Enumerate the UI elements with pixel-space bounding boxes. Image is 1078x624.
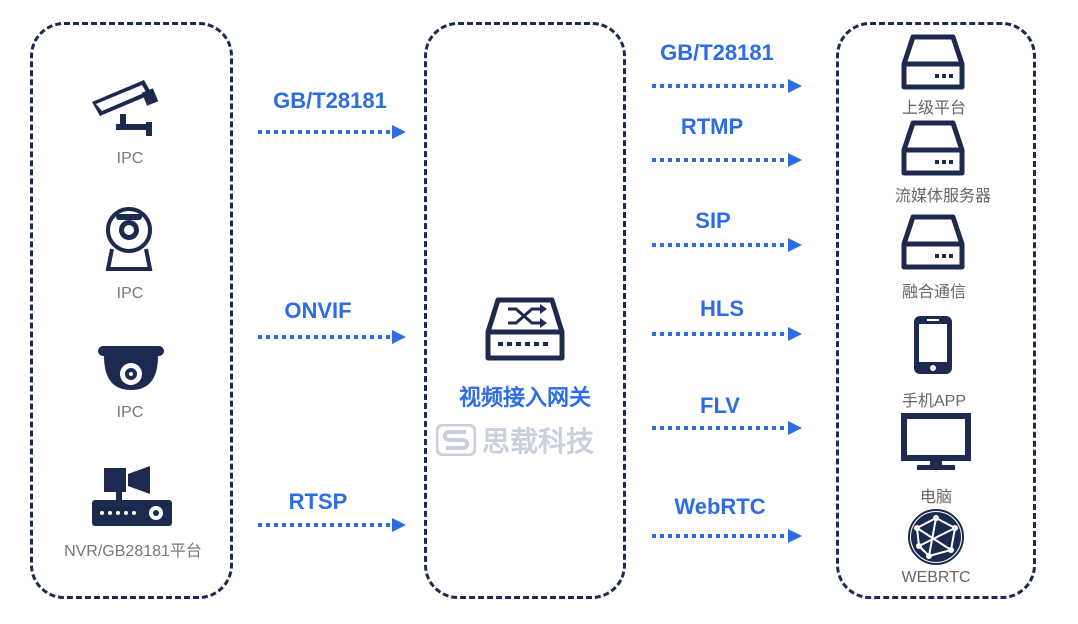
source-label: IPC — [116, 404, 144, 421]
target-label: 电脑 — [919, 489, 953, 506]
output-protocol-label: FLV — [700, 393, 740, 418]
source-label: IPC — [116, 150, 144, 167]
output-arrow — [652, 421, 802, 435]
target-label: 手机APP — [901, 393, 967, 410]
output-protocol-label: HLS — [700, 296, 744, 321]
watermark-text: 思载科技 — [482, 426, 595, 457]
output-protocol-label: GB/T28181 — [660, 40, 774, 65]
watermark-logo-icon — [436, 424, 476, 456]
output-arrow — [652, 327, 802, 341]
input-arrow — [258, 330, 406, 344]
bullet-camera-icon — [92, 80, 159, 136]
source-devices-panel — [30, 22, 233, 599]
phone-icon — [914, 316, 952, 374]
gateway-switch-icon — [485, 297, 565, 361]
output-protocol-label: WebRTC — [674, 494, 766, 519]
input-arrow — [258, 518, 406, 532]
gateway-title: 视频接入网关 — [458, 385, 592, 410]
input-protocol-label: ONVIF — [284, 298, 352, 323]
server-icon — [901, 34, 965, 90]
output-arrow — [652, 238, 802, 252]
input-protocol-label: GB/T28181 — [273, 88, 387, 113]
target-platforms-panel — [836, 22, 1036, 599]
output-protocol-label: RTMP — [680, 114, 744, 139]
output-arrow — [652, 153, 802, 167]
nvr-icon — [92, 466, 172, 526]
globe-icon — [908, 509, 964, 565]
input-protocol-label: RTSP — [288, 489, 348, 514]
dome-camera-icon — [105, 207, 153, 271]
gateway-panel — [424, 22, 626, 599]
target-label: 流媒体服务器 — [894, 188, 992, 205]
monitor-icon — [901, 413, 971, 470]
source-label: IPC — [116, 285, 144, 302]
output-arrow — [652, 79, 802, 93]
target-label: 融合通信 — [901, 284, 967, 301]
source-label: NVR/GB28181平台 — [64, 543, 202, 560]
output-arrow — [652, 529, 802, 543]
server-icon — [901, 214, 965, 270]
ceiling-camera-icon — [98, 346, 164, 390]
server-icon — [901, 120, 965, 176]
output-protocol-label: SIP — [695, 208, 731, 233]
target-label: WEBRTC — [901, 569, 971, 586]
target-label: 上级平台 — [901, 100, 967, 117]
watermark: 思载科技 — [436, 420, 594, 460]
input-arrow — [258, 125, 406, 139]
